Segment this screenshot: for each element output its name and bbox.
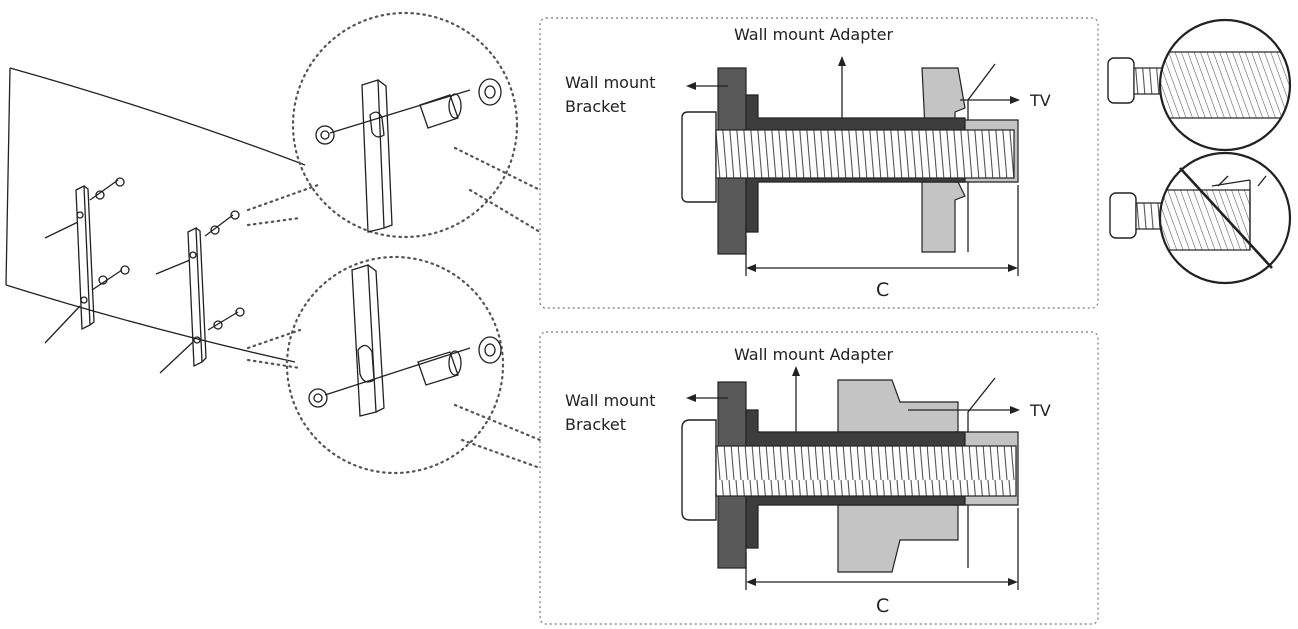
zoom-circle-bottom: [285, 255, 505, 475]
label-wall-mount-adapter-bottom: Wall mount Adapter: [734, 345, 893, 364]
screw-incorrect-illustration: [1109, 151, 1292, 285]
label-tv-top: TV: [1029, 91, 1051, 110]
zoom-connector-bottom-2: [246, 358, 302, 370]
zoom-connector-top-2: [246, 216, 302, 227]
curved-tv-illustration: [5, 67, 306, 374]
zoom-connector-panel-bottom: [453, 403, 542, 442]
prohibited-slash-icon: [1179, 167, 1273, 269]
tv-bracket-left: [44, 177, 130, 344]
label-wall-mount-adapter-top: Wall mount Adapter: [734, 25, 893, 44]
screw-correct-illustration: [1107, 18, 1292, 152]
label-tv-bottom: TV: [1029, 401, 1051, 420]
zoom-connector-top: [246, 183, 320, 212]
zoom-circle-top: [291, 11, 519, 239]
label-wall-mount-bracket-bottom-line1: Wall mount: [565, 391, 656, 410]
cross-section-panel-bottom: Wall mount Adapter Wall mount Bracket TV…: [539, 331, 1099, 625]
label-dimension-c-top: C: [876, 279, 889, 301]
zoom-connector-panel-top-2: [468, 188, 542, 234]
label-wall-mount-bracket-top-line1: Wall mount: [565, 73, 656, 92]
tv-bracket-right: [155, 210, 245, 374]
label-wall-mount-bracket-top-line2: Bracket: [565, 97, 626, 116]
cross-section-panel-top: Wall mount Adapter Wall mount Bracket TV…: [539, 17, 1099, 309]
label-wall-mount-bracket-bottom-line2: Bracket: [565, 415, 626, 434]
zoom-connector-panel-top: [453, 146, 542, 192]
label-dimension-c-bottom: C: [876, 595, 889, 617]
zoom-connector-panel-bottom-2: [460, 438, 542, 470]
